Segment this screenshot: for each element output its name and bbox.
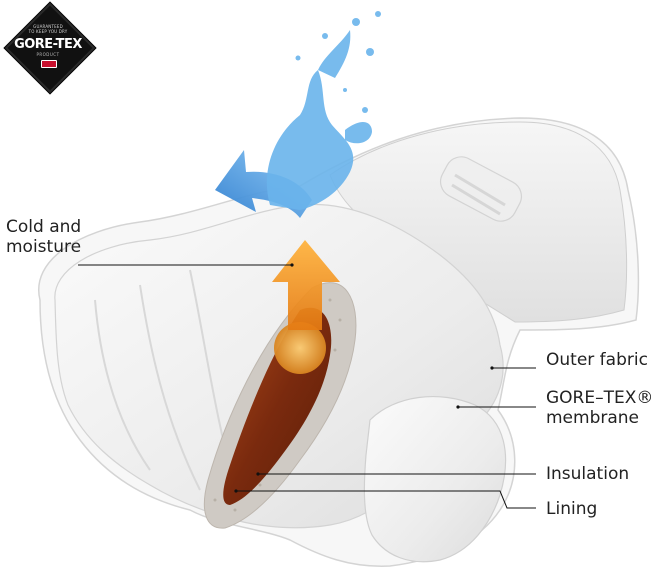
label-cold-moisture-line2: moisture (6, 237, 81, 257)
label-lining: Lining (546, 499, 597, 519)
label-membrane-line2: membrane (546, 408, 653, 428)
label-insulation: Insulation (546, 464, 629, 484)
badge-mark-icon (41, 60, 57, 68)
label-outer-fabric: Outer fabric (546, 350, 648, 370)
label-membrane: GORE–TEX® membrane (546, 388, 653, 428)
badge-wordmark: GORE-TEX (6, 37, 90, 52)
label-cold-moisture: Cold and moisture (6, 217, 81, 257)
label-membrane-line1: GORE–TEX® (546, 388, 653, 408)
gore-tex-badge: GUARANTEED TO KEEP YOU DRY GORE-TEX PROD… (6, 4, 90, 88)
glove-thumb (364, 397, 505, 562)
label-cold-moisture-line1: Cold and (6, 217, 81, 237)
badge-product: PRODUCT (6, 52, 90, 57)
badge-tagline: GUARANTEED TO KEEP YOU DRY (6, 24, 90, 34)
